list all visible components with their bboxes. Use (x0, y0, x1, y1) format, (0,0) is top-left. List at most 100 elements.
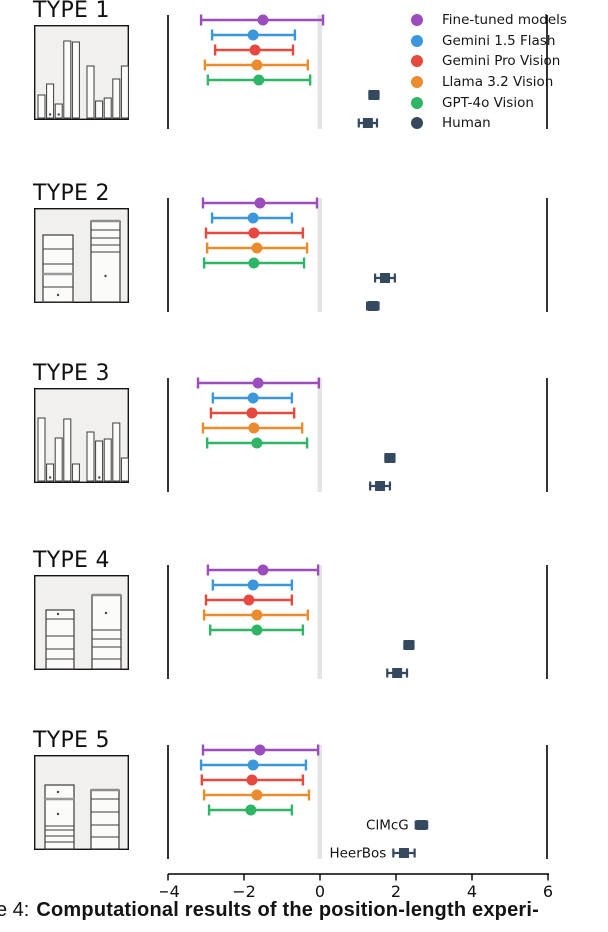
mean-marker-gemini-1-5-flash (247, 759, 259, 771)
mean-marker-heerbos (392, 668, 403, 678)
zero-reference-line (317, 378, 322, 492)
stimulus-thumbnail (34, 25, 129, 120)
thumbnail-bar (120, 65, 129, 119)
mean-marker-gemini-1-5-flash (247, 579, 259, 591)
panel-title: TYPE 3 (33, 361, 110, 386)
thumbnail-bar (103, 438, 112, 482)
legend-item-human: Human (411, 113, 567, 134)
x-tick-label: 2 (391, 882, 401, 901)
panel-title: TYPE 4 (33, 548, 110, 573)
errorbar-fine-tuned-models (206, 564, 320, 576)
thumbnail-stacked-bar (90, 220, 121, 303)
thumbnail-marker-dot (48, 476, 52, 479)
legend-marker-gemini-1-5-flash-icon (411, 34, 423, 47)
errorbar-gpt-4o-vision (208, 624, 305, 636)
mean-marker-clmcg (379, 273, 390, 283)
x-tick-label: 4 (467, 882, 477, 901)
errorbar-fine-tuned-models (196, 377, 321, 389)
thumbnail-bar (95, 100, 104, 119)
thumbnail-stacked-bar (44, 784, 75, 850)
legend-item-llama-3-2-vision: Llama 3.2 Vision (411, 72, 567, 93)
errorbar-plot (167, 377, 548, 492)
errorbar-gemini-1-5-flash (210, 212, 294, 224)
thumbnail-bar (46, 83, 55, 119)
thumbnail-bar (46, 463, 55, 482)
mean-marker-gemini-pro-vision (243, 594, 255, 606)
thumbnail-bar (86, 65, 95, 119)
panel-title: TYPE 5 (33, 728, 110, 753)
thumbnail-marker-dot (56, 612, 60, 616)
mean-marker-clmcg (416, 820, 427, 830)
mean-marker-fine-tuned-models (257, 564, 269, 576)
errorbar-heerbos (366, 301, 380, 311)
thumbnail-bar (37, 94, 46, 119)
errorbar-gpt-4o-vision (206, 74, 312, 86)
mean-marker-gemini-pro-vision (248, 227, 260, 239)
legend-marker-llama-3-2-vision-icon (411, 76, 423, 89)
errorbar-llama-3-2-vision (201, 422, 304, 434)
thumbnail-marker-dot (104, 274, 107, 278)
mean-marker-fine-tuned-models (254, 197, 266, 209)
mean-marker-llama-3-2-vision (251, 242, 263, 254)
errorbar-heerbos (386, 668, 409, 678)
thumbnail-bar (37, 417, 46, 482)
errorbar-clmcg (384, 453, 396, 463)
stimulus-thumbnail (34, 575, 129, 670)
errorbar-plot (167, 14, 548, 129)
thumbnail-bar (120, 457, 129, 482)
errorbar-gemini-1-5-flash (210, 29, 297, 41)
mean-marker-gemini-1-5-flash (247, 212, 259, 224)
mean-marker-llama-3-2-vision (251, 609, 263, 621)
errorbar-gemini-pro-vision (204, 594, 294, 606)
legend-label: Human (442, 115, 491, 132)
legend-label: Gemini 1.5 Flash (442, 32, 556, 49)
thumbnail-marker-dot (48, 113, 52, 116)
figure-caption: e 4:Computational results of the positio… (0, 899, 539, 922)
mean-marker-gpt-4o-vision (253, 74, 265, 86)
mean-marker-fine-tuned-models (252, 377, 264, 389)
legend-marker-human-icon (411, 117, 423, 130)
panel-type-4: TYPE 4 (0, 548, 608, 732)
thumbnail-marker-dot (57, 113, 60, 116)
thumbnail-bar (112, 78, 121, 119)
thumbnail-bar (54, 437, 63, 482)
panel-type-1: TYPE 1 (0, 0, 608, 182)
human-study-label-heerbos: HeerBos (329, 846, 386, 862)
zero-reference-line (317, 565, 322, 679)
panel-title: TYPE 2 (33, 181, 110, 206)
errorbar-clmcg (374, 273, 396, 283)
mean-marker-gemini-pro-vision (246, 774, 258, 786)
thumbnail-bar (63, 40, 72, 119)
legend-label: Llama 3.2 Vision (442, 74, 554, 91)
mean-marker-heerbos (362, 118, 373, 128)
errorbar-gemini-pro-vision (213, 44, 295, 56)
panel-type-2: TYPE 2 (0, 181, 608, 365)
errorbar-llama-3-2-vision (203, 59, 310, 71)
errorbar-fine-tuned-models (201, 744, 320, 756)
thumbnail-marker-dot (104, 611, 108, 615)
errorbar-clmcg: ClMcG (366, 818, 429, 834)
mean-marker-gemini-1-5-flash (247, 392, 259, 404)
thumbnail-bar (71, 41, 80, 119)
mean-marker-gemini-pro-vision (246, 407, 258, 419)
errorbar-gemini-1-5-flash (199, 759, 308, 771)
thumbnail-bar (71, 463, 80, 482)
x-tick-label: 0 (315, 882, 325, 901)
errorbar-llama-3-2-vision (202, 789, 311, 801)
mean-marker-fine-tuned-models (254, 744, 266, 756)
zero-reference-line (317, 15, 322, 129)
stimulus-thumbnail (34, 388, 129, 483)
zero-reference-line (317, 198, 322, 312)
legend-label: GPT-4o Vision (442, 94, 534, 111)
errorbar-gemini-pro-vision (209, 407, 296, 419)
errorbar-llama-3-2-vision (205, 242, 309, 254)
legend-marker-fine-tuned-models-icon (411, 14, 423, 27)
panel-title: TYPE 1 (33, 0, 110, 23)
thumbnail-bar (54, 103, 63, 119)
errorbar-gemini-pro-vision (200, 774, 305, 786)
mean-marker-llama-3-2-vision (251, 59, 263, 71)
errorbar-clmcg (403, 640, 415, 650)
thumbnail-bar (86, 431, 95, 482)
